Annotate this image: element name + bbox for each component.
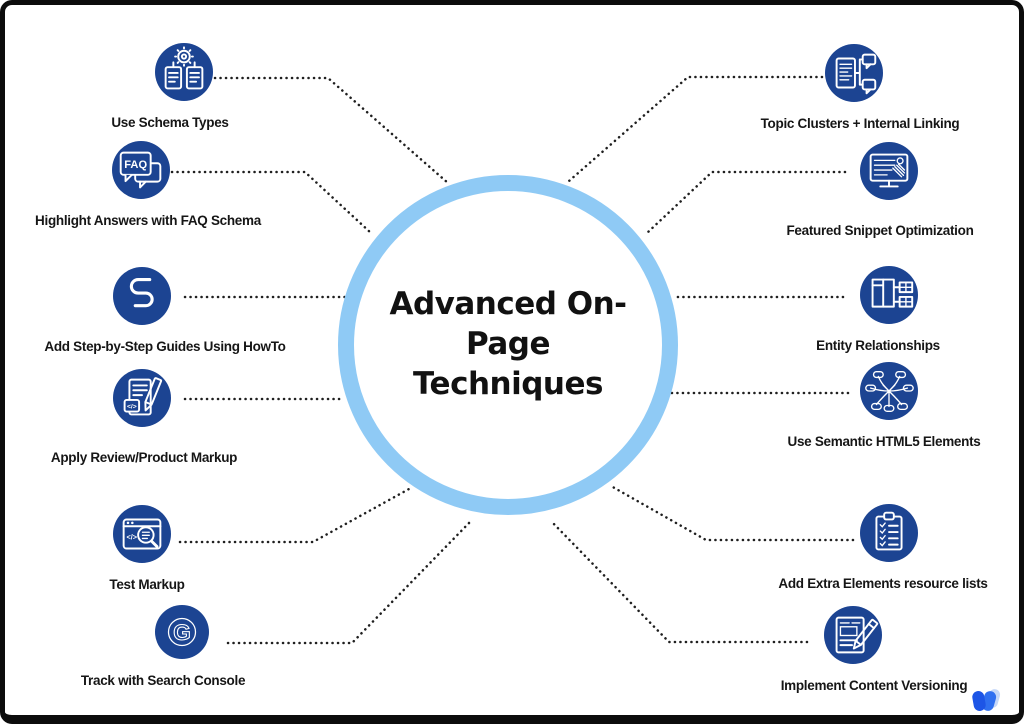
- faq-icon-text: FAQ: [124, 159, 147, 171]
- node-label: Test Markup: [109, 577, 185, 592]
- node-review-product-markup: </> Apply Review/Product Markup: [4, 369, 284, 466]
- node-test-markup: </> Test Markup: [47, 505, 247, 593]
- brand-logo: [971, 687, 1004, 713]
- node-featured-snippet: Featured Snippet Optimization: [740, 142, 1020, 239]
- node-label: Add Step-by-Step Guides Using HowTo: [44, 339, 286, 354]
- node-label: Highlight Answers with FAQ Schema: [35, 213, 261, 228]
- review-markup-icon: </>: [113, 369, 171, 427]
- central-title-line: Page: [465, 326, 551, 363]
- content-versioning-icon: [824, 606, 882, 664]
- central-title-line: Advanced On-: [389, 286, 627, 323]
- schema-types-icon: [155, 43, 213, 101]
- featured-snippet-icon: [860, 142, 918, 200]
- howto-steps-icon: [113, 267, 171, 325]
- faq-icon: FAQ: [112, 141, 170, 199]
- node-label: Topic Clusters + Internal Linking: [760, 116, 960, 131]
- node-topic-clusters: Topic Clusters + Internal Linking: [720, 44, 1000, 132]
- node-semantic-html5: Use Semantic HTML5 Elements: [784, 362, 984, 450]
- node-entity-relationships: Entity Relationships: [758, 266, 998, 354]
- node-label: Implement Content Versioning: [780, 678, 968, 693]
- node-faq-schema: FAQ Highlight Answers with FAQ Schema: [0, 141, 296, 229]
- test-markup-icon: </>: [113, 505, 171, 563]
- node-label: Entity Relationships: [816, 338, 940, 353]
- node-label: Track with Search Console: [80, 673, 246, 688]
- search-console-icon: G: [155, 605, 209, 659]
- topic-clusters-icon: [825, 44, 883, 102]
- semantic-html5-icon: [860, 362, 918, 420]
- g-letter-text: G: [173, 620, 191, 645]
- node-extra-elements: Add Extra Elements resource lists: [753, 504, 1013, 592]
- node-use-schema-types: Use Schema Types: [40, 43, 300, 131]
- node-search-console: G Track with Search Console: [33, 605, 293, 689]
- node-label: Use Semantic HTML5 Elements: [787, 434, 981, 449]
- extra-elements-icon: [860, 504, 918, 562]
- node-label: Apply Review/Product Markup: [50, 450, 238, 465]
- central-topic: Advanced On- Page Techniques: [338, 175, 678, 515]
- central-topic-title: Advanced On- Page Techniques: [389, 285, 627, 404]
- node-howto-guides: Add Step-by-Step Guides Using HowTo: [10, 267, 320, 355]
- node-content-versioning: Implement Content Versioning: [744, 606, 1004, 694]
- node-label: Add Extra Elements resource lists: [778, 576, 988, 591]
- code-tag-text: </>: [127, 404, 137, 411]
- code-tag-text: </>: [127, 532, 137, 541]
- node-label: Featured Snippet Optimization: [786, 223, 974, 238]
- central-title-line: Techniques: [413, 365, 603, 402]
- node-label: Use Schema Types: [111, 115, 229, 130]
- entity-relationships-icon: [860, 266, 918, 324]
